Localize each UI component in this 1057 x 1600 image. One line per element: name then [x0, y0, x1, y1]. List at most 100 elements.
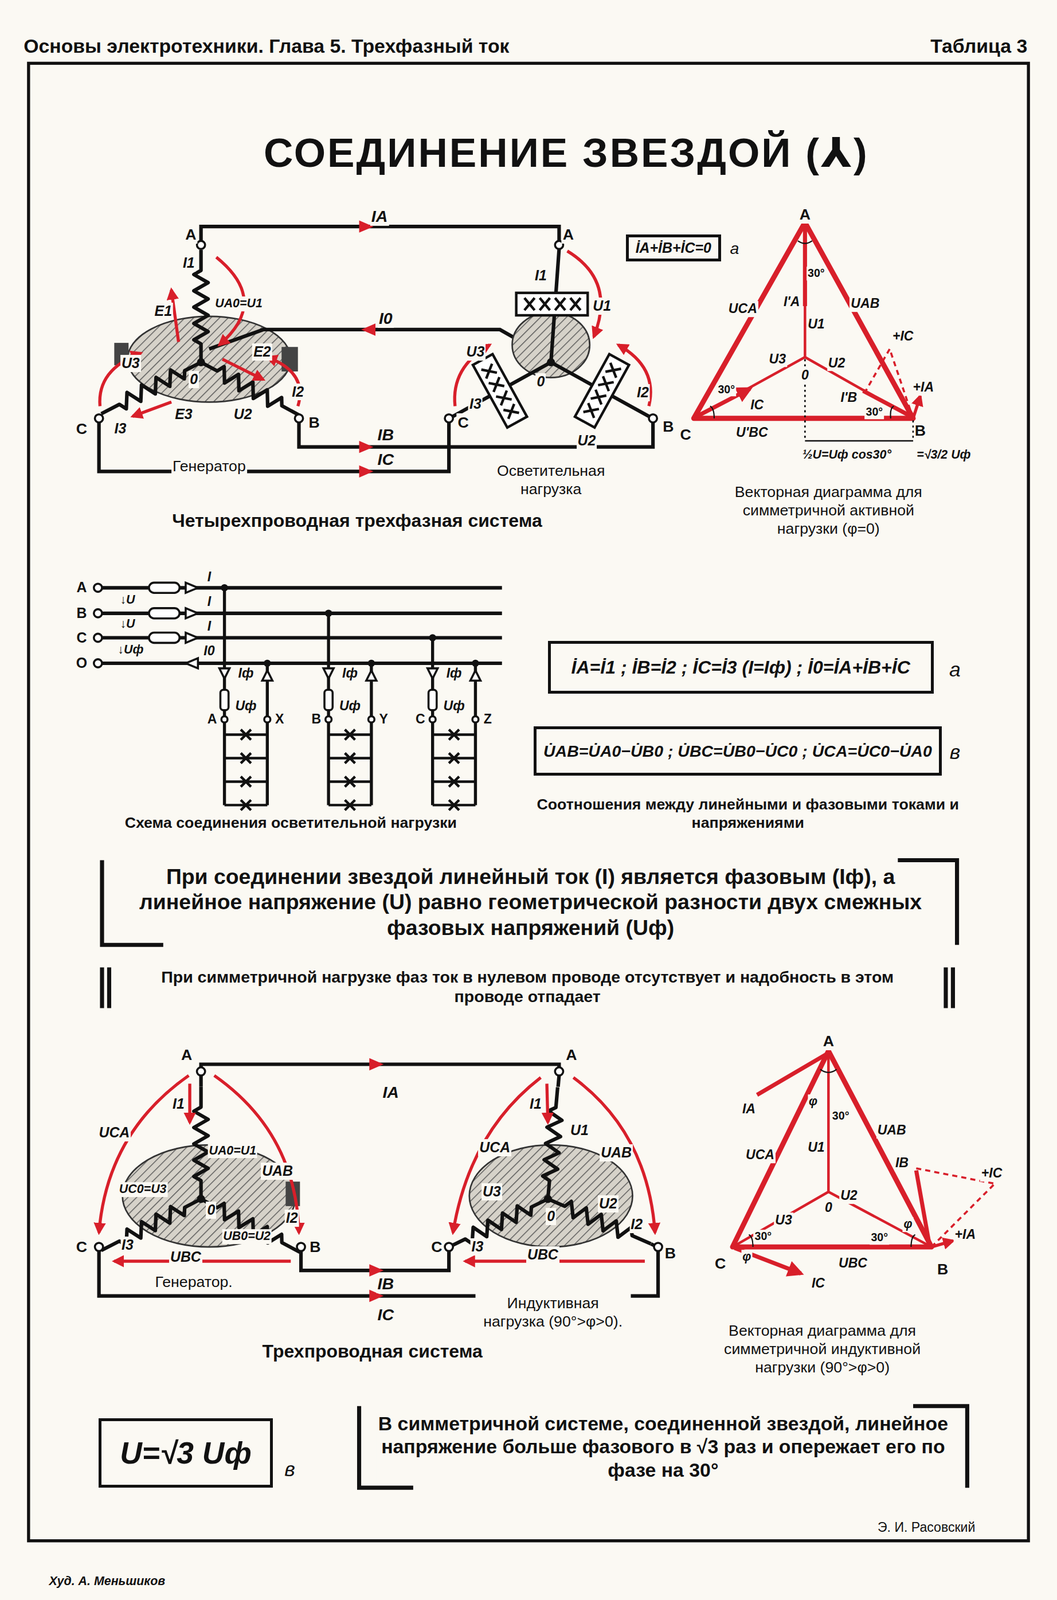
vector-diagram-inductive [732, 1050, 995, 1274]
text-label: +IC [980, 1165, 1004, 1182]
lighting-scheme [149, 582, 180, 593]
text-label: IC [376, 1304, 396, 1324]
lighting-scheme [149, 608, 180, 619]
lighting-scheme [224, 734, 476, 806]
lighting-scheme [94, 582, 199, 669]
text-label: 0 [823, 1200, 834, 1217]
lighting-scheme [427, 668, 438, 679]
lighting-scheme [149, 632, 180, 644]
lighting-scheme [94, 609, 103, 618]
text-label: I0 [377, 308, 394, 328]
wire [99, 1064, 659, 1297]
text-label: a [729, 237, 741, 258]
text-label: B [663, 1243, 677, 1263]
vector-diagram-active [693, 222, 914, 419]
text-label: I'B [839, 389, 859, 406]
text-label: 30° [753, 1230, 774, 1244]
lighting-scheme [102, 587, 503, 664]
lighting-scheme [368, 716, 375, 723]
text-label: U3 [120, 354, 142, 373]
lighting-scheme [240, 729, 460, 811]
text-label: U2 [232, 405, 254, 424]
terminal [197, 1067, 206, 1076]
lighting-scheme [220, 584, 479, 667]
lighting-scheme [94, 583, 103, 592]
generator-top [98, 249, 304, 422]
current-arrow [361, 323, 376, 336]
text-label: B [310, 711, 323, 728]
vector-diagram-active [693, 222, 914, 419]
voltage-arrow [99, 353, 142, 407]
text-label: UCA [478, 1138, 512, 1157]
wire [558, 1075, 560, 1087]
text-label: C [713, 1253, 727, 1272]
text-label: I2 [284, 1209, 300, 1227]
text-label: Uф [233, 698, 258, 715]
voltage-arrow [99, 1075, 656, 1262]
lighting-scheme [368, 659, 375, 667]
lighting-scheme [224, 587, 476, 805]
wire [99, 226, 653, 472]
voltage-arrow [132, 401, 172, 417]
vector-diagram-active [804, 440, 914, 442]
lamp-load [546, 358, 555, 367]
text-label: C [678, 425, 692, 444]
voltage-arrow [188, 1083, 191, 1123]
formula-box: U̇AB=U̇A0−U̇B0 ; U̇BC=U̇B0−U̇C0 ; U̇CA=U… [533, 726, 942, 775]
formula-text: U̇AB=U̇A0−U̇B0 ; U̇BC=U̇B0−U̇C0 ; U̇CA=U… [543, 741, 933, 761]
text-label: I2 [635, 384, 651, 402]
text-label: Uф [442, 698, 467, 715]
text-label: UAB [876, 1122, 908, 1139]
text-label: I3 [470, 1238, 485, 1256]
terminal [294, 414, 303, 423]
text-label: C [75, 419, 89, 438]
text-label: Осветительная нагрузка [473, 461, 629, 499]
lighting-scheme [428, 689, 437, 711]
text-label: Векторная диаграмма для симметричной инд… [711, 1321, 934, 1377]
lamp-load [452, 248, 649, 428]
lighting-scheme [94, 659, 103, 668]
vector-diagram-inductive [931, 1240, 953, 1247]
text-label: Uф [338, 698, 362, 715]
text-label: U2 [576, 432, 598, 450]
text-label: U2 [827, 355, 847, 372]
terminal [95, 1242, 104, 1251]
text-label: I3 [113, 420, 128, 438]
text-label: E2 [252, 343, 272, 361]
frame [28, 63, 1029, 1541]
text-label: I2 [629, 1215, 644, 1233]
text-label: E3 [173, 405, 194, 424]
text-label: 30° [716, 382, 737, 397]
text-label: I [206, 593, 213, 610]
lighting-scheme [428, 633, 436, 641]
text-label: B [661, 417, 675, 436]
generator-top [281, 346, 298, 372]
text-label: B [307, 413, 321, 432]
lighting-scheme [472, 716, 479, 723]
text-label: U2 [597, 1195, 619, 1213]
voltage-arrow [573, 1077, 655, 1233]
text-label: IA [381, 1081, 401, 1102]
text-label: UCA [97, 1124, 131, 1142]
text-label: Iф [445, 665, 464, 682]
text-label: +IA [911, 380, 936, 397]
text-label: UBC [169, 1248, 203, 1266]
text-label: φ [807, 1094, 819, 1110]
lighting-scheme [470, 670, 481, 681]
text-label: E1 [153, 302, 174, 320]
voltage-arrow [114, 1259, 291, 1263]
text-label: +IA [953, 1226, 978, 1243]
lighting-scheme [323, 668, 334, 679]
lighting-scheme [471, 659, 479, 667]
formula-text: U=√3 Uф [119, 1434, 252, 1472]
voltage-arrow [99, 1075, 190, 1233]
text-label: ½U=Uф cos30° [801, 447, 893, 463]
text-label: B [308, 1237, 322, 1256]
text-label: U1 [569, 1121, 590, 1139]
lighting-scheme [94, 582, 503, 810]
voltage-arrow [546, 1083, 548, 1123]
lighting-scheme [429, 716, 436, 723]
text-label: в [948, 739, 962, 765]
terminal [296, 1242, 305, 1251]
vector-diagram-active [693, 222, 921, 441]
